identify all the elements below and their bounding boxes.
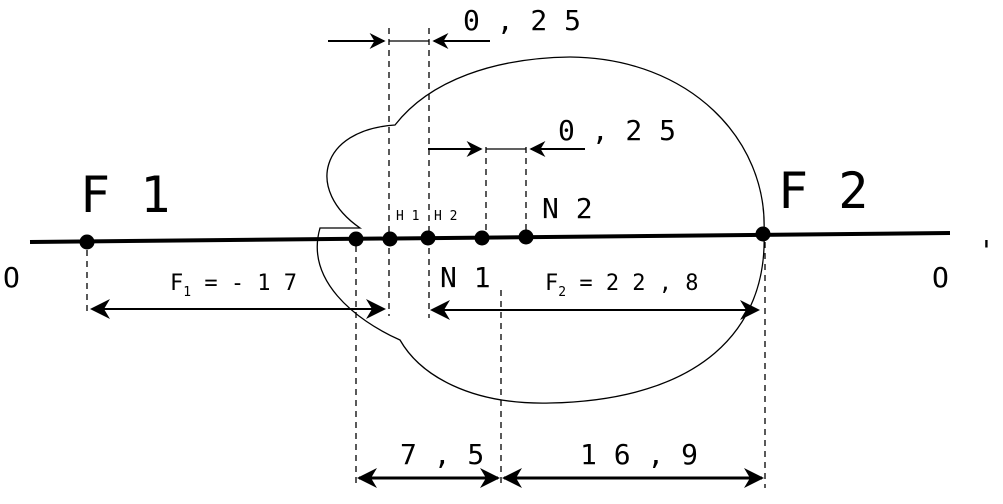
top-gap-label: 0 , 2 5 bbox=[463, 4, 581, 37]
bottom-right-label: 1 6 , 9 bbox=[580, 438, 698, 471]
label-axis-left: O bbox=[3, 261, 20, 294]
label-axis-right-mark: ' bbox=[978, 234, 995, 267]
point-f1 bbox=[79, 234, 95, 250]
point-h2 bbox=[420, 230, 436, 246]
label-axis-right: O bbox=[932, 261, 949, 294]
label-n2: N 2 bbox=[542, 192, 593, 225]
bottom-left-label: 7 , 5 bbox=[400, 438, 484, 471]
point-h1 bbox=[382, 231, 398, 247]
label-h2: H 2 bbox=[434, 209, 457, 224]
point-lens-front bbox=[348, 231, 364, 247]
lens-outline bbox=[316, 56, 765, 404]
point-f2 bbox=[755, 226, 771, 242]
f2-dimension-label: F2 = 2 2 , 8 bbox=[545, 271, 699, 300]
f1-dimension-label: F1 = - 1 7 bbox=[170, 271, 297, 300]
optical-axis bbox=[29, 231, 951, 244]
label-f1: F 1 bbox=[80, 166, 170, 224]
point-n1 bbox=[474, 230, 490, 246]
label-f2: F 2 bbox=[778, 162, 868, 220]
label-n1: N 1 bbox=[440, 261, 491, 294]
label-h1: H 1 bbox=[396, 209, 419, 224]
point-n2 bbox=[518, 229, 534, 245]
mid-gap-label: 0 , 2 5 bbox=[558, 114, 676, 147]
